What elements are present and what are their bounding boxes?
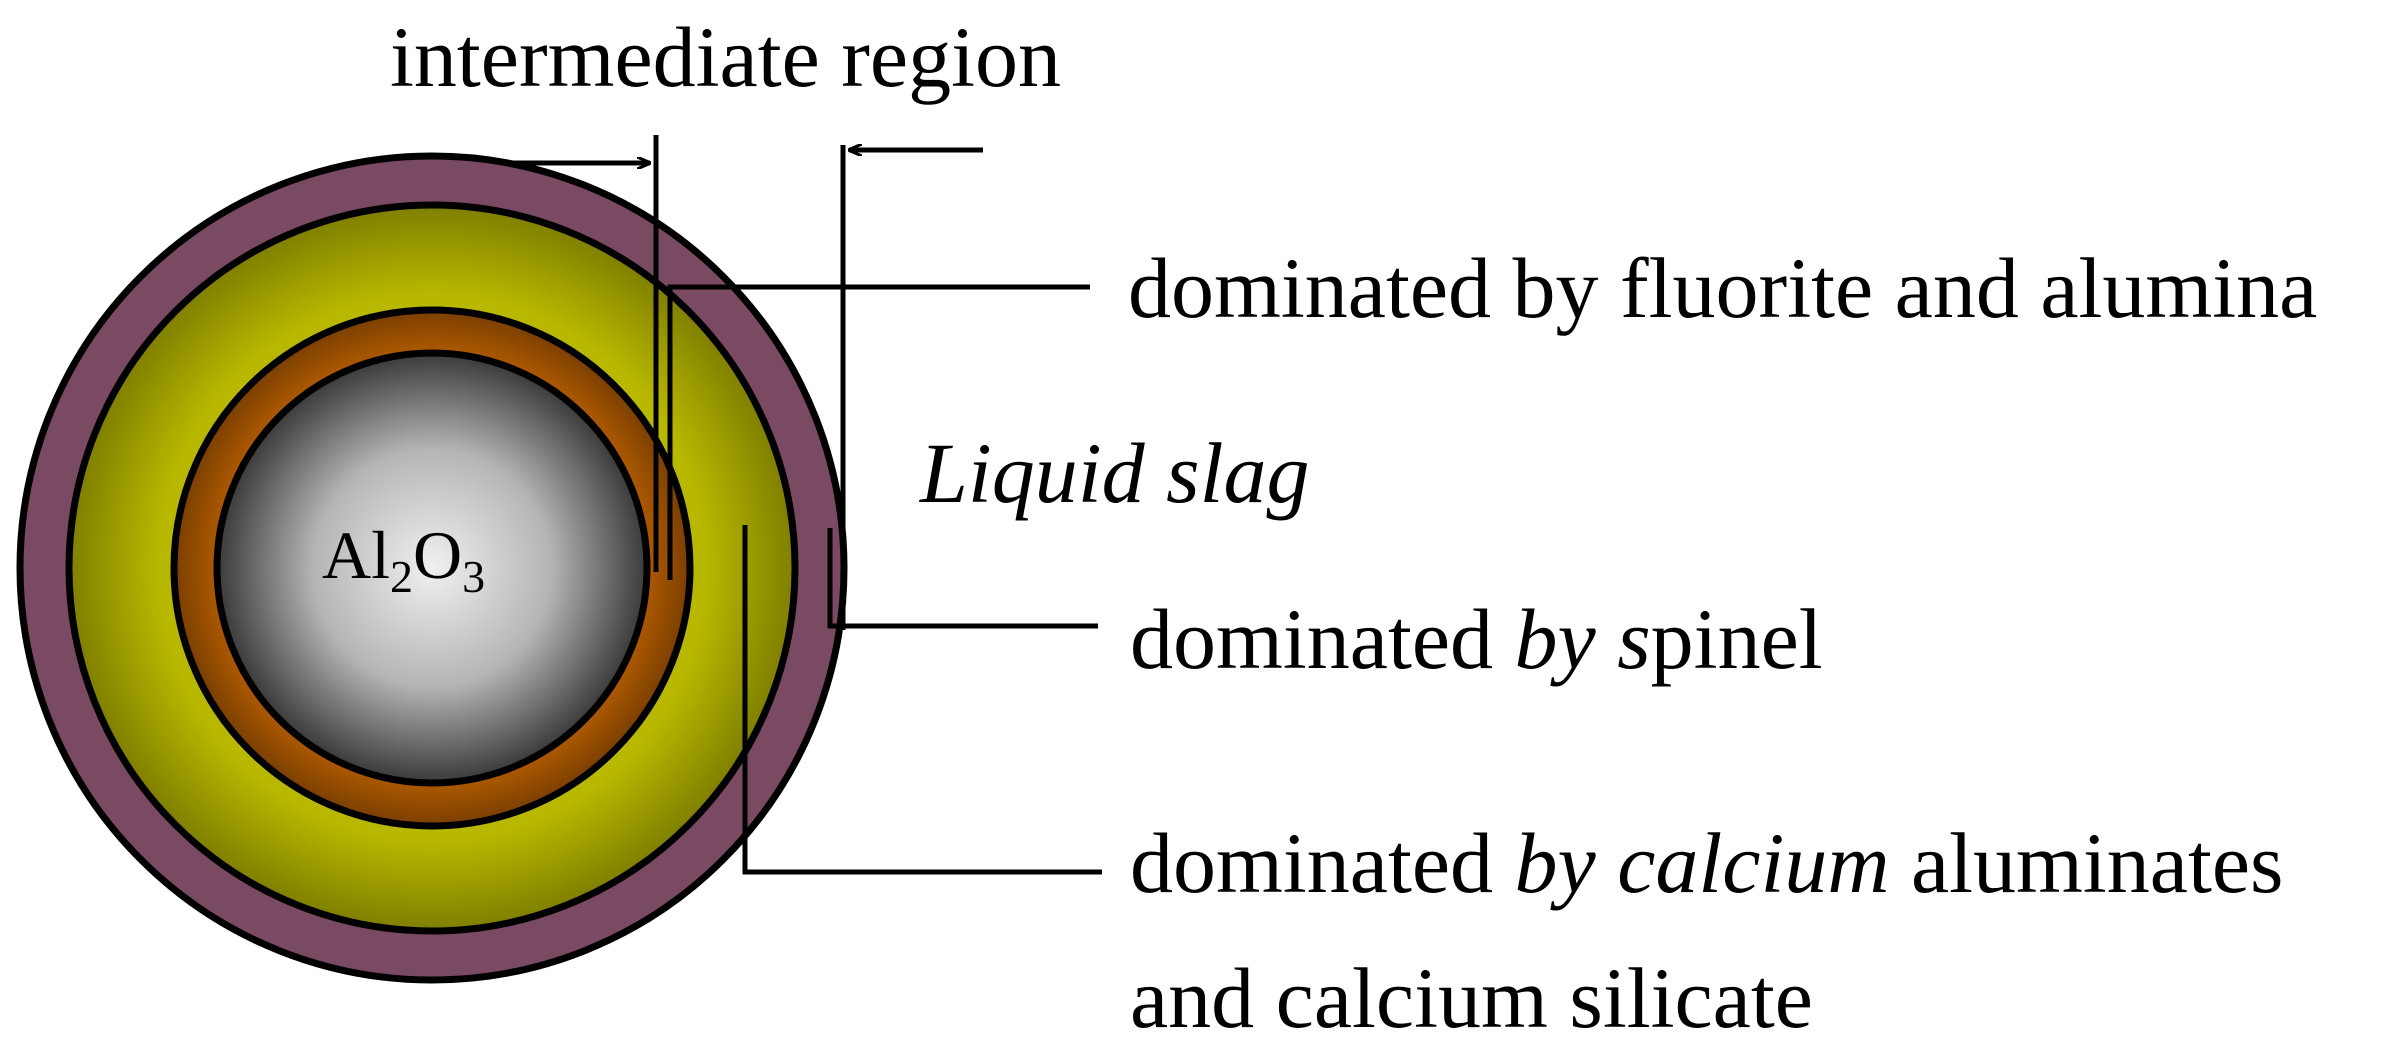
calcium-silicate-label: and calcium silicate [1130,950,1813,1046]
spinel-leader-line [827,528,1098,629]
spinel-label: dominated by spinel [1130,591,1823,687]
calcium-aluminates-label: dominated by calcium aluminates [1130,815,2284,911]
intermediate-region-label: intermediate region [390,9,1061,105]
core-label: Al2O3 [322,517,485,602]
liquid-slag-label: Liquid slag [918,425,1309,521]
calcium-leader-line [742,525,1102,875]
alumina-core [213,349,651,787]
fluorite-leader-line [667,284,1090,580]
fluorite-alumina-label: dominated by fluorite and alumina [1128,240,2317,336]
